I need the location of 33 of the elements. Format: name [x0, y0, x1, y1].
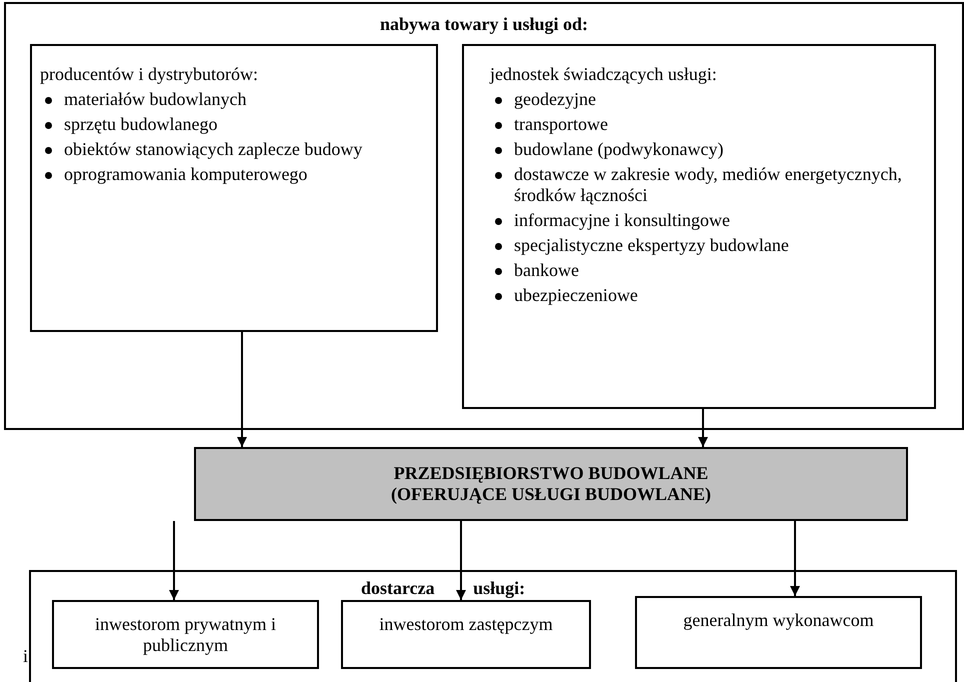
- group-box: [29, 570, 957, 682]
- stray-letter: i: [23, 646, 28, 667]
- main-box: [194, 447, 908, 521]
- process-box: [52, 600, 319, 669]
- group-box: [4, 2, 964, 430]
- list-item: budowlane (podwykonawcy): [514, 139, 724, 159]
- arrow: [698, 409, 708, 447]
- list-item: bankowe: [514, 260, 579, 280]
- process-box: [341, 600, 591, 669]
- list-item: obiektów stanowiących zaplecze budowy: [64, 139, 362, 159]
- arrow: [237, 332, 247, 447]
- list-item: transportowe: [514, 114, 608, 134]
- box-label: inwestorom prywatnym i publicznym: [94, 614, 277, 656]
- list-box: [30, 44, 438, 332]
- list-heading: producentów i dystrybutorów:: [40, 64, 258, 85]
- list-item: informacyjne i konsultingowe: [514, 210, 730, 230]
- process-box: [635, 596, 922, 669]
- list-item: ubezpieczeniowe: [514, 285, 638, 305]
- arrow: [169, 521, 179, 600]
- arrow: [790, 521, 800, 596]
- title-text: PRZEDSIĘBIORSTWO BUDOWLANE (OFERUJĄCE USŁUGI BUDOWLANE): [390, 463, 712, 505]
- list-item: geodezyjne: [514, 89, 596, 109]
- list-item: specjalistyczne ekspertyzy budowlane: [514, 235, 789, 255]
- box-label: generalnym wykonawcom: [682, 610, 875, 631]
- heading: dostarcza usługi:: [361, 578, 526, 599]
- list-item: materiałów budowlanych: [64, 89, 246, 109]
- arrow: [456, 521, 466, 600]
- heading: nabywa towary i usługi od:: [378, 14, 590, 35]
- list-box: [462, 44, 936, 409]
- list-item: sprzętu budowlanego: [64, 114, 218, 134]
- list-item: oprogramowania komputerowego: [64, 164, 308, 184]
- list-heading: jednostek świadczących usługi:: [490, 64, 717, 85]
- box-label: inwestorom zastępczym: [378, 614, 554, 635]
